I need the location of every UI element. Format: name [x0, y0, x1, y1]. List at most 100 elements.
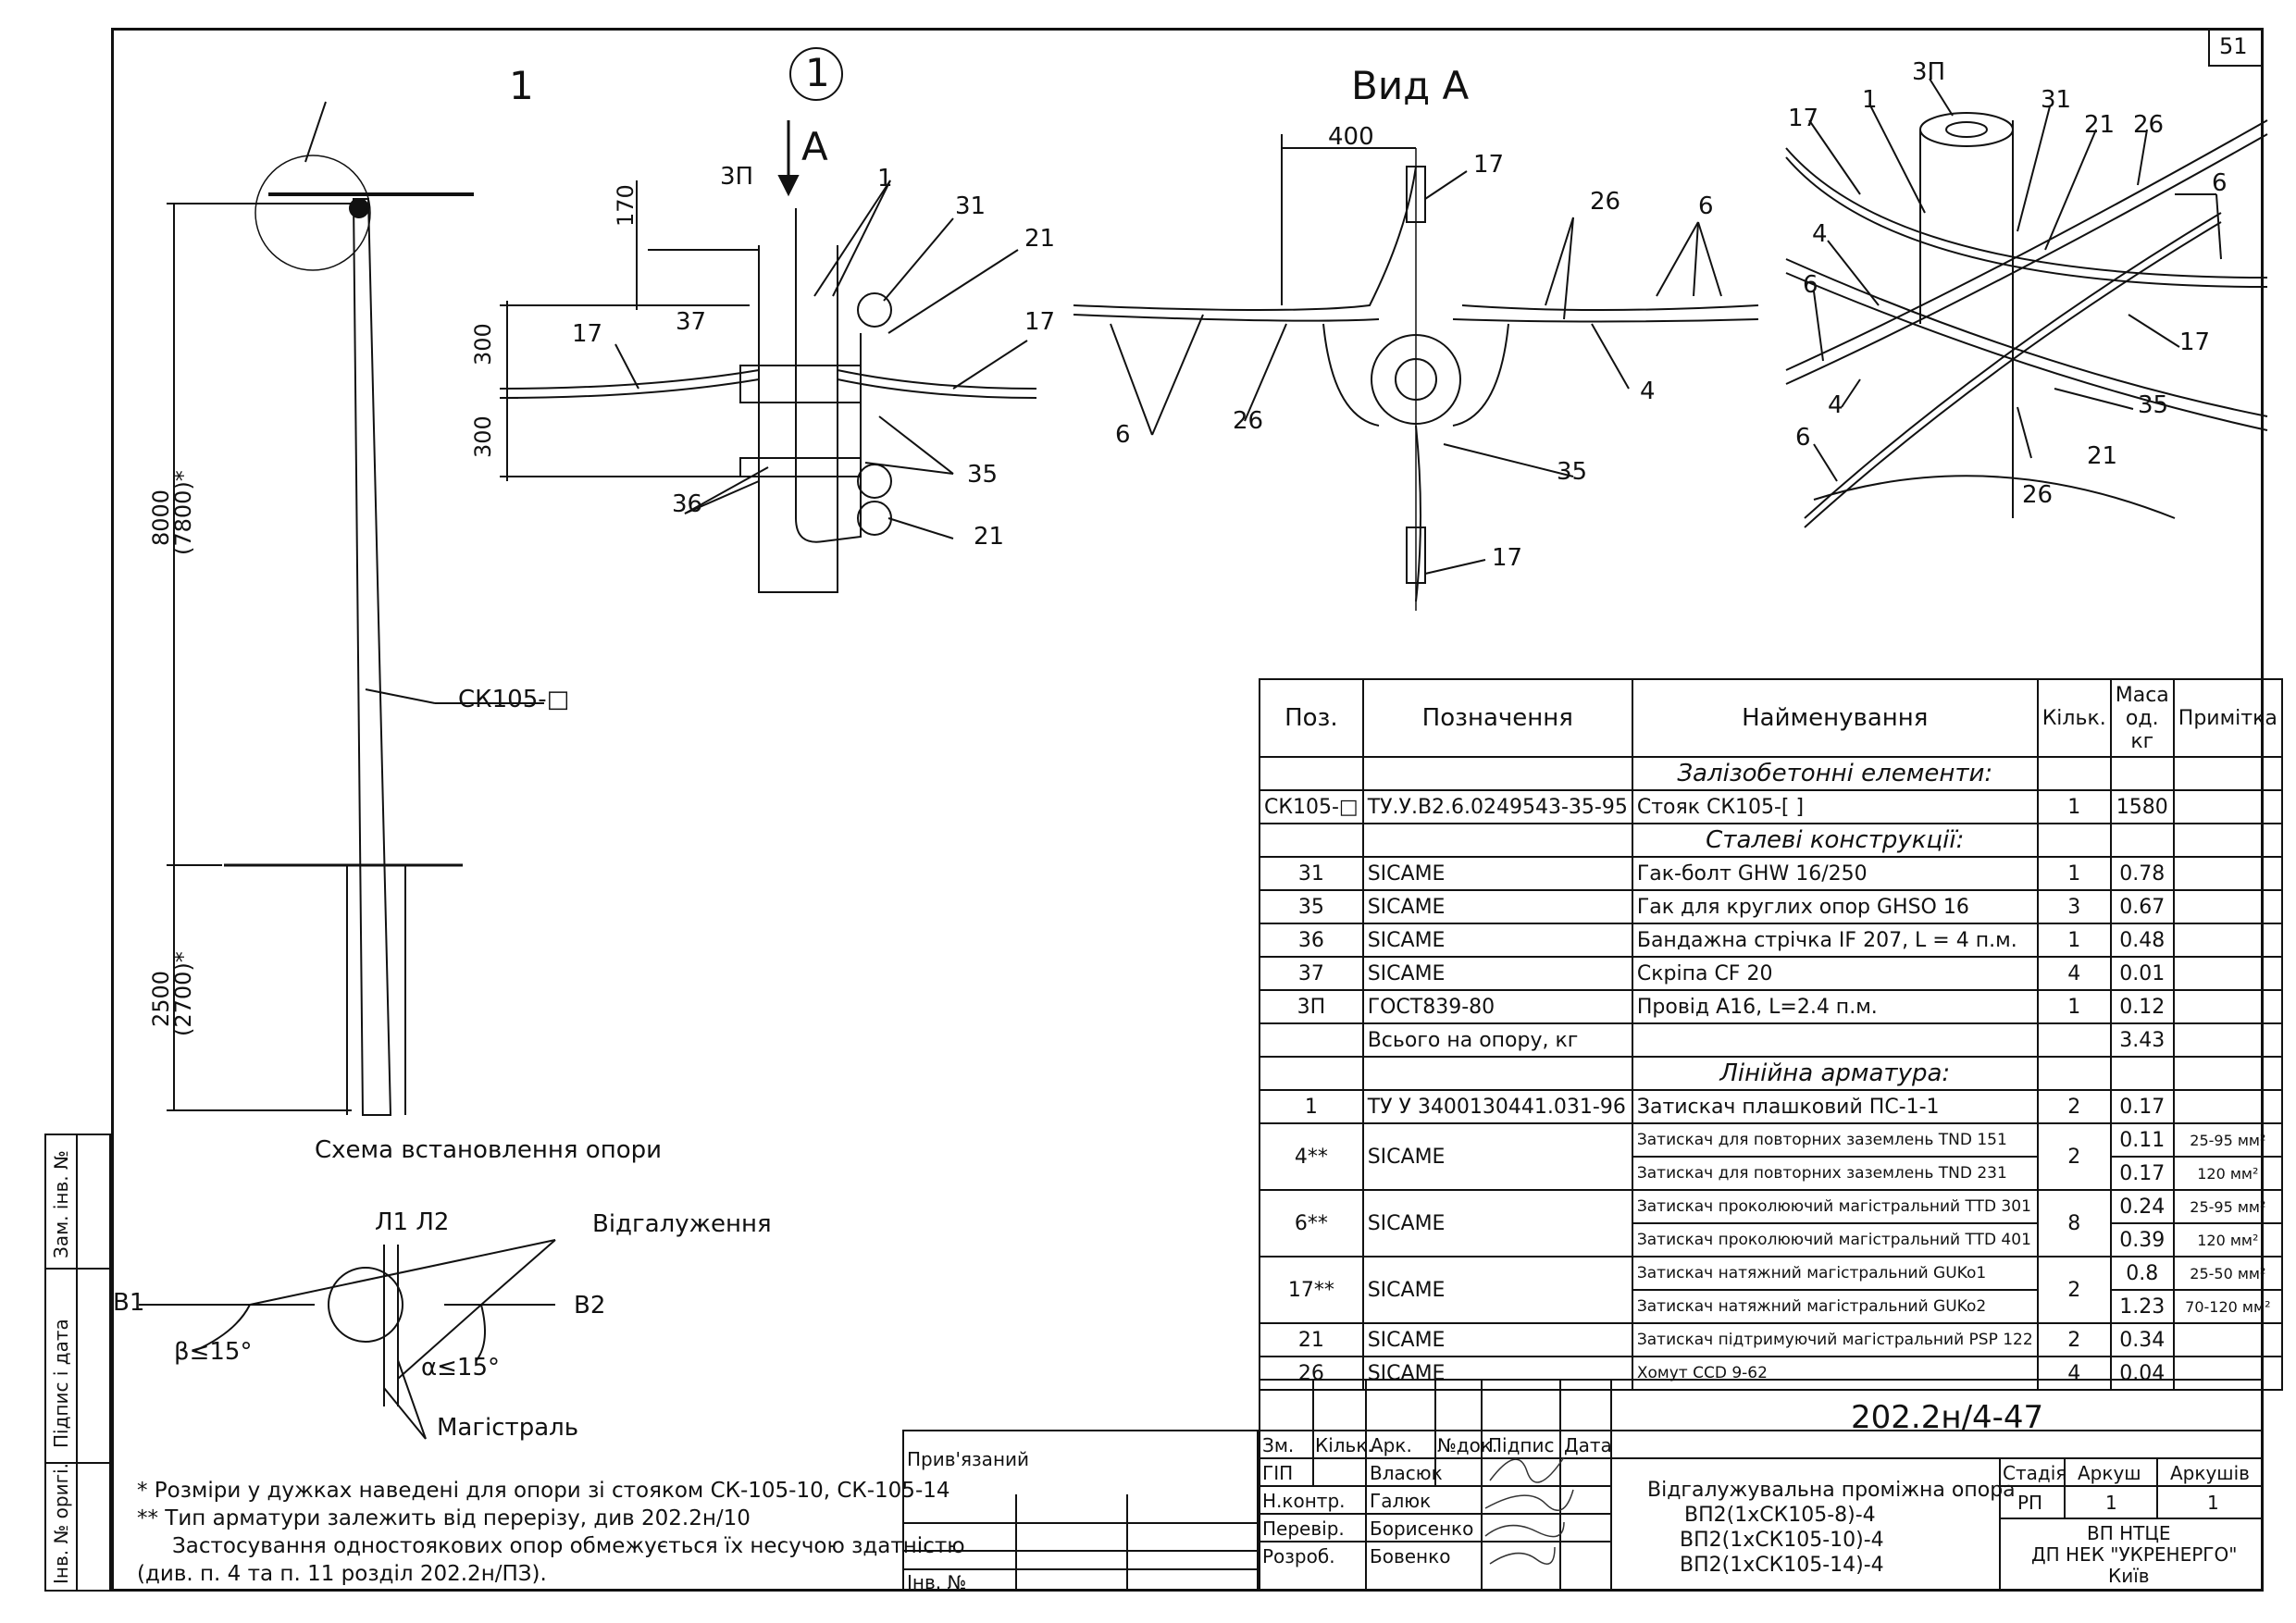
- hdr-doc: №док.: [1437, 1434, 1498, 1456]
- col-qty: Кільк.: [2036, 678, 2112, 758]
- side-stamp: [44, 1134, 111, 1592]
- role-2-name: Галюк: [1370, 1490, 1432, 1512]
- spec-note: [2172, 856, 2283, 891]
- spec-qty: 1: [2036, 856, 2112, 891]
- title-line-3: ВП2(1хСК105-10)-4: [1680, 1529, 1884, 1552]
- spec-pos: 21: [1259, 1322, 1364, 1357]
- spec-mass: 0.04: [2109, 1356, 2175, 1391]
- spec-pos: 26: [1259, 1356, 1364, 1391]
- spec-name: Провід А16, L=2.4 п.м.: [1631, 989, 2039, 1024]
- spec-cell-empty: [2036, 1056, 2112, 1091]
- spec-note: [2172, 923, 2283, 958]
- spec-section-title: Сталеві конструкції:: [1631, 823, 2039, 858]
- title-line-4: ВП2(1хСК105-14)-4: [1680, 1554, 1884, 1577]
- spec-pos: СК105-□: [1259, 789, 1364, 824]
- spec-mass: 0.34: [2109, 1322, 2175, 1357]
- role-1: ГІП: [1262, 1462, 1294, 1484]
- spec-qty: [2036, 1022, 2112, 1058]
- spec-note: 25-95 мм²: [2172, 1122, 2283, 1158]
- col-note: Примітка: [2172, 678, 2283, 758]
- viewa-35: 35: [1557, 458, 1588, 486]
- spec-qty: 3: [2036, 889, 2112, 924]
- spec-name: Затискач для повторних заземлень TND 151: [1631, 1122, 2039, 1158]
- spec-cell-empty: [1361, 823, 1633, 858]
- spec-designation: SICAME: [1361, 1322, 1633, 1357]
- spec-note: 120 мм²: [2172, 1156, 2283, 1191]
- node-3p: 3П: [720, 163, 754, 191]
- spec-mass: 1580: [2109, 789, 2175, 824]
- scheme-caption: Схема встановлення опори: [315, 1136, 663, 1164]
- stage-label: Стадія: [2003, 1462, 2067, 1484]
- col-designation: Позначення: [1361, 678, 1633, 758]
- spec-section-title: Залізобетонні елементи:: [1631, 756, 2039, 791]
- spec-cell-empty: [1361, 756, 1633, 791]
- col-name: Найменування: [1631, 678, 2039, 758]
- spec-pos: 36: [1259, 923, 1364, 958]
- node-17-left: 17: [572, 320, 603, 348]
- spec-name: Затискач підтримуючий магістральний PSP …: [1631, 1322, 2039, 1357]
- spec-name: [1631, 1022, 2039, 1058]
- spec-qty: 4: [2036, 956, 2112, 991]
- spec-name: Бандажна стрічка IF 207, L = 4 п.м.: [1631, 923, 2039, 958]
- spec-name: Затискач проколюючий магістральний TTD 3…: [1631, 1189, 2039, 1224]
- node-17-right: 17: [1024, 308, 1056, 336]
- spec-name: Затискач проколюючий магістральний TTD 4…: [1631, 1222, 2039, 1258]
- org-line-1: ВП НТЦЕ: [2087, 1522, 2171, 1544]
- viewa-17-top: 17: [1473, 151, 1505, 179]
- main-line-label: Магістраль: [437, 1414, 579, 1442]
- spec-name: Затискач плашковий ПС-1-1: [1631, 1089, 2039, 1124]
- pole-callout-label: 1: [509, 63, 534, 108]
- spec-name: Скріпа CF 20: [1631, 956, 2039, 991]
- spec-section-row: Сталеві конструкції:: [1259, 823, 2283, 858]
- spec-designation: SICAME: [1361, 1189, 1633, 1258]
- stage-value: РП: [2017, 1492, 2043, 1514]
- spec-mass: 0.11: [2109, 1122, 2175, 1158]
- note-3: Застосування одностоякових опор обмежуєт…: [172, 1534, 965, 1558]
- spec-designation: SICAME: [1361, 923, 1633, 958]
- spec-name: Гак для круглих опор GHSO 16: [1631, 889, 2039, 924]
- dim-2700: (2700)*: [170, 951, 196, 1036]
- spec-cell-empty: [2172, 1056, 2283, 1091]
- col-pos: Поз.: [1259, 678, 1364, 758]
- viewa-26-left: 26: [1233, 407, 1264, 435]
- sheet-value: 1: [2105, 1492, 2117, 1514]
- dim-300a: 300: [470, 323, 496, 365]
- note-1: * Розміри у дужках наведені для опори зі…: [137, 1479, 950, 1503]
- beta-label: β≤15°: [174, 1338, 253, 1366]
- hdr-qty: Кільк.: [1315, 1434, 1373, 1456]
- spec-designation: SICAME: [1361, 889, 1633, 924]
- sheets-value: 1: [2207, 1492, 2219, 1514]
- spec-note: 70-120 мм²: [2172, 1289, 2283, 1324]
- spec-qty: 4: [2036, 1356, 2112, 1391]
- spec-mass: 0.8: [2109, 1256, 2175, 1291]
- spec-name: Хомут CCD 9-62: [1631, 1356, 2039, 1391]
- spec-designation: SICAME: [1361, 1356, 1633, 1391]
- iso-6-left: 6: [1803, 271, 1818, 299]
- spec-mass: 1.23: [2109, 1289, 2175, 1324]
- spec-qty: 2: [2036, 1089, 2112, 1124]
- dim-7800: (7800)*: [170, 470, 196, 555]
- hdr-date: Дата: [1564, 1434, 1612, 1456]
- spec-note: [2172, 956, 2283, 991]
- hdr-ark: Арк.: [1371, 1434, 1412, 1456]
- spec-qty: 1: [2036, 989, 2112, 1024]
- spec-designation: SICAME: [1361, 1256, 1633, 1324]
- spec-pos: 35: [1259, 889, 1364, 924]
- dim-170: 170: [613, 184, 639, 227]
- spec-note: 120 мм²: [2172, 1222, 2283, 1258]
- spec-qty: 2: [2036, 1122, 2112, 1191]
- spec-pos: 37: [1259, 956, 1364, 991]
- role-3-name: Борисенко: [1370, 1518, 1474, 1540]
- iso-35: 35: [2138, 391, 2169, 419]
- spec-pos: 3П: [1259, 989, 1364, 1024]
- spec-mass: 0.17: [2109, 1089, 2175, 1124]
- node-21-bottom: 21: [974, 523, 1005, 551]
- inv-no-label: Інв. №: [907, 1571, 967, 1593]
- spec-designation: ТУ У 3400130441.031-96: [1361, 1089, 1633, 1124]
- table-row: Затискач для повторних заземлень TND 231…: [1260, 1156, 2283, 1191]
- node-35: 35: [967, 461, 999, 489]
- spec-designation: SICAME: [1361, 956, 1633, 991]
